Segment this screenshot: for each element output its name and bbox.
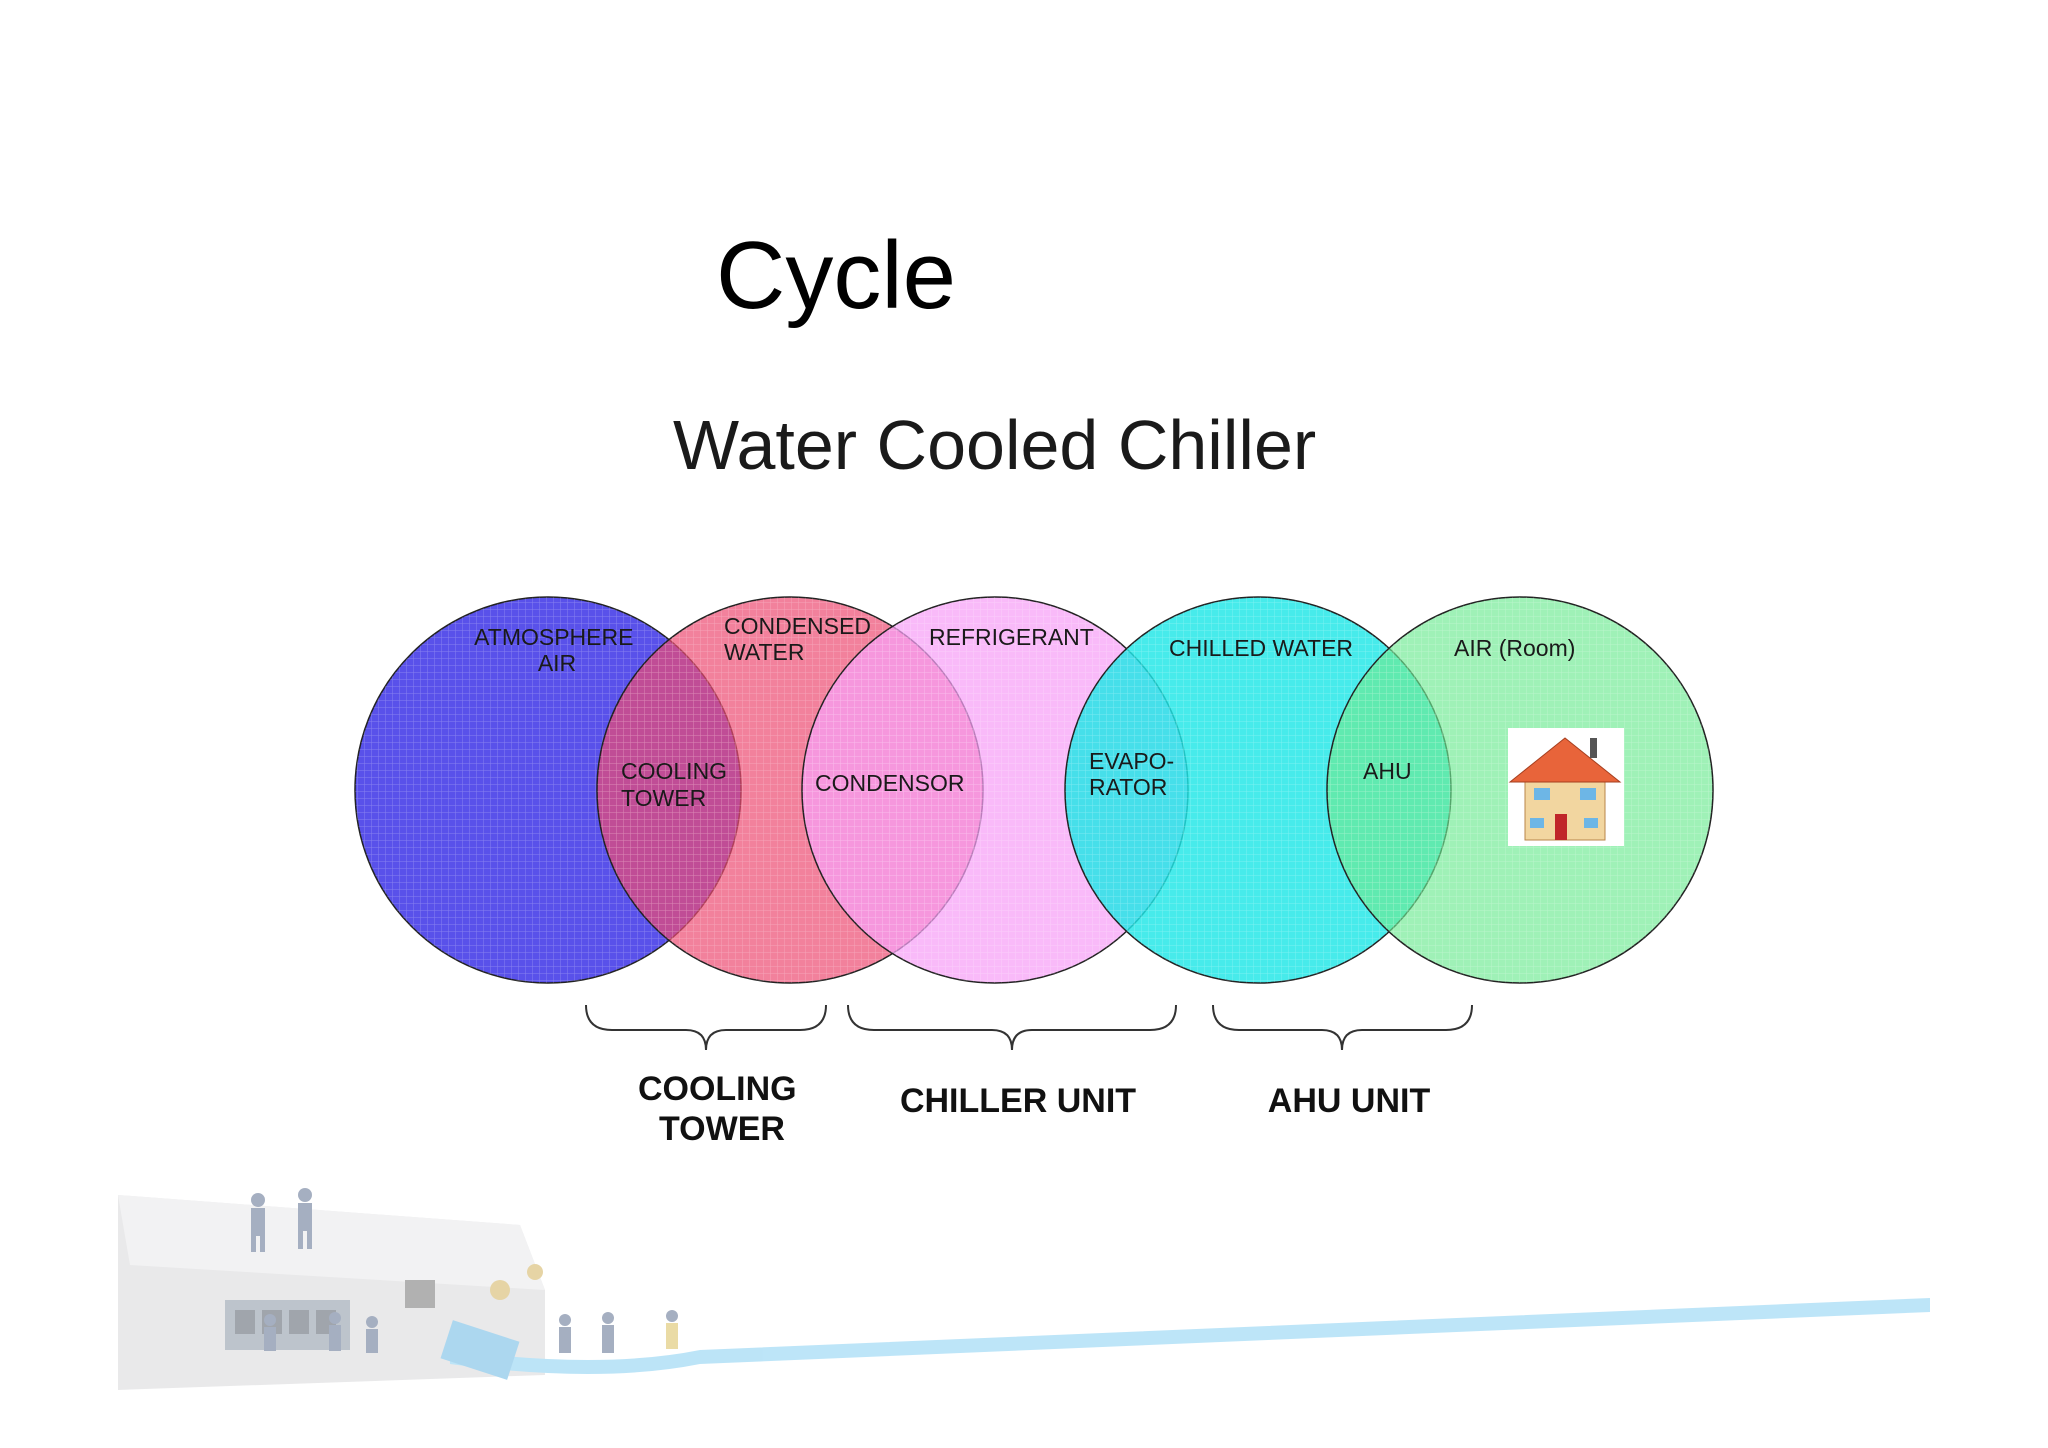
group-label-cooling-tower: COOLING TOWER <box>638 1070 806 1148</box>
label-overlap-evaporator: EVAPO- RATOR <box>1089 748 1181 800</box>
group-label-ahu-unit: AHU UNIT <box>1268 1082 1431 1120</box>
label-chilled-water: CHILLED WATER <box>1169 635 1353 661</box>
label-refrigerant: REFRIGERANT <box>929 624 1094 650</box>
network-cable-icon <box>441 1298 1930 1380</box>
label-overlap-ahu: AHU <box>1363 758 1412 784</box>
background-illustration <box>118 1188 1930 1390</box>
brace-cooling-tower <box>586 1005 826 1050</box>
label-overlap-condensor: CONDENSOR <box>815 770 965 796</box>
house-icon <box>1508 728 1624 846</box>
brace-ahu-unit <box>1213 1005 1472 1050</box>
label-air-room: AIR (Room) <box>1454 635 1575 661</box>
group-label-chiller-unit: CHILLER UNIT <box>900 1082 1136 1120</box>
brace-chiller-unit <box>848 1005 1176 1050</box>
